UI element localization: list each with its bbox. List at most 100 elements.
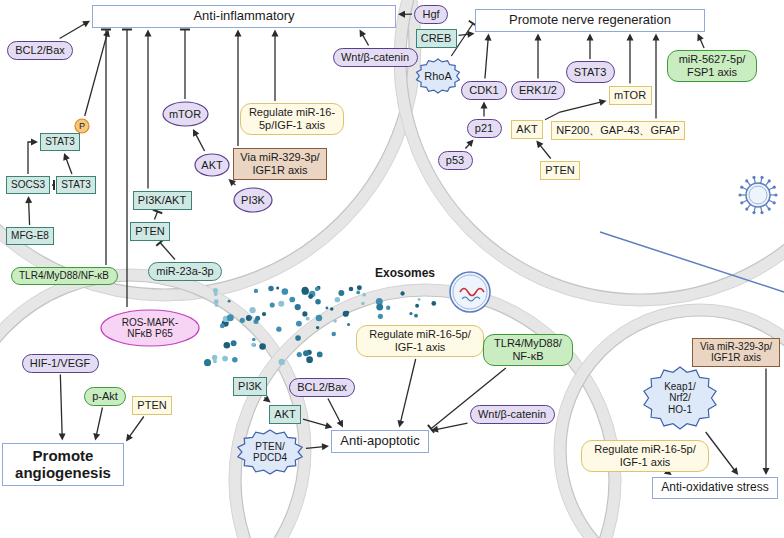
vesicle-dot <box>297 352 302 357</box>
connector <box>60 375 62 436</box>
arrowhead <box>126 434 133 442</box>
molecule-oval: PI3K <box>233 187 273 213</box>
molecule-oval: AKT <box>194 153 230 177</box>
vesicle-dot <box>228 300 231 303</box>
vesicle-dot <box>376 304 383 311</box>
node-label: Anti-apoptotic <box>340 434 420 449</box>
node-label: MFG-E8 <box>11 230 49 242</box>
node-label: Promote angiogenesis <box>11 447 115 482</box>
vesicle-dot <box>338 290 344 296</box>
vesicle-dot <box>240 318 245 323</box>
vesicle-dot <box>330 307 333 310</box>
surface-protein <box>760 211 763 214</box>
node-label: CREB <box>421 32 452 45</box>
node-label: p-Akt <box>92 390 118 403</box>
molecule-pill: BCL2/Bax <box>289 378 355 397</box>
molecule-pill: HIF-1/VEGF <box>22 354 99 373</box>
connector <box>129 417 144 438</box>
vesicle-dot <box>295 304 301 310</box>
connector <box>306 447 324 449</box>
vesicle-dot <box>262 312 266 316</box>
arrowhead <box>731 467 738 475</box>
vesicle-dot <box>255 316 260 321</box>
surface-protein <box>745 179 748 182</box>
arrowhead <box>599 99 607 106</box>
pointer-line <box>600 232 784 292</box>
node-label: miR-23a-3p <box>156 265 213 278</box>
node-label: BCL2/Bax <box>297 381 347 394</box>
arrowhead <box>697 34 703 42</box>
molecule-pill: Regulate miR-16-5p/IGF-1 axis <box>240 103 344 135</box>
node-label: Keap1/ Nrf2/ HO-1 <box>660 381 700 416</box>
exosome-membrane <box>749 186 767 204</box>
molecule-box: PI3K <box>233 377 267 396</box>
vesicle-dot <box>268 286 273 291</box>
molecule-pill: Wnt/β-catenin <box>470 405 555 424</box>
connector-group <box>263 395 271 402</box>
molecule-star: PTEN/ PDCD4 <box>236 429 304 475</box>
oval-outline <box>195 154 229 176</box>
exosome-icon <box>738 176 777 214</box>
vesicle-dot <box>361 302 365 306</box>
node-label: SOCS3 <box>11 179 45 191</box>
node-label: PTEN <box>137 399 166 412</box>
oval-outline <box>101 310 199 346</box>
vesicle-dot <box>296 321 302 327</box>
vesicle-dot <box>227 314 234 321</box>
connector <box>154 212 157 220</box>
node-label: TLR4/MyD88/NF-κB <box>19 270 109 282</box>
connector-group <box>397 359 415 428</box>
connector <box>537 39 538 79</box>
molecule-pill: p21 <box>467 119 502 138</box>
node-label: STAT3 <box>45 136 75 148</box>
vesicle-dot <box>346 311 349 314</box>
connector <box>629 39 630 84</box>
molecule-pill: Wnt/β-catenin <box>333 48 418 67</box>
vesicle-dot <box>289 297 295 303</box>
connector <box>147 35 148 189</box>
connector <box>66 158 72 174</box>
region-ring-edge <box>406 0 784 294</box>
vesicle-dot <box>224 342 231 349</box>
molecule-box: PTEN <box>540 161 580 180</box>
heading-box: Anti-oxidative stress <box>652 477 778 499</box>
vesicle-dot <box>315 287 319 291</box>
vesicle-dot <box>315 299 321 305</box>
vesicle-dot <box>362 293 366 297</box>
node-label: mTOR <box>169 108 201 121</box>
node-label: Promote nerve regeneration <box>509 13 671 28</box>
node-label: mTOR <box>614 89 646 102</box>
surface-protein <box>752 176 755 179</box>
connector-group <box>59 375 66 441</box>
arrowhead <box>485 34 492 41</box>
connector-group <box>272 30 279 102</box>
surface-protein <box>740 201 743 204</box>
vesicle-dot <box>349 287 354 292</box>
molecule-star: Keap1/ Nrf2/ HO-1 <box>642 366 718 430</box>
molecule-oval: ROS-MAPK- NFκB P65 <box>100 309 200 347</box>
node-label: AKT <box>274 408 295 421</box>
connector <box>96 408 102 436</box>
vesicle-dot <box>431 301 436 306</box>
connector-group <box>25 196 32 225</box>
molecule-pill: miR-5627-5p/ FSP1 axis <box>667 50 757 82</box>
molecule-pill: STAT3 <box>566 61 615 83</box>
inhibition-bar <box>53 180 55 190</box>
arrowhead <box>82 21 90 28</box>
heading-box: Anti-inflammatory <box>92 5 396 28</box>
node-label: PTEN/ PDCD4 <box>248 441 292 464</box>
vesicle-dot <box>276 286 279 289</box>
vesicle-dot <box>308 294 313 299</box>
molecule-box: Via miR-329-3p/ IGF1R axis <box>233 148 327 180</box>
connector-group <box>763 369 770 476</box>
region-ring <box>0 275 305 538</box>
molecule-box: MFG-E8 <box>6 227 54 245</box>
connector-group <box>122 30 132 308</box>
connector <box>160 243 175 260</box>
connector <box>436 423 468 429</box>
vesicle-dot <box>279 359 285 365</box>
molecule-pill: TLR4/MyD88/NF-κB <box>11 267 118 285</box>
connector <box>274 35 275 102</box>
vesicle-dot <box>335 297 340 302</box>
connector <box>539 144 550 158</box>
